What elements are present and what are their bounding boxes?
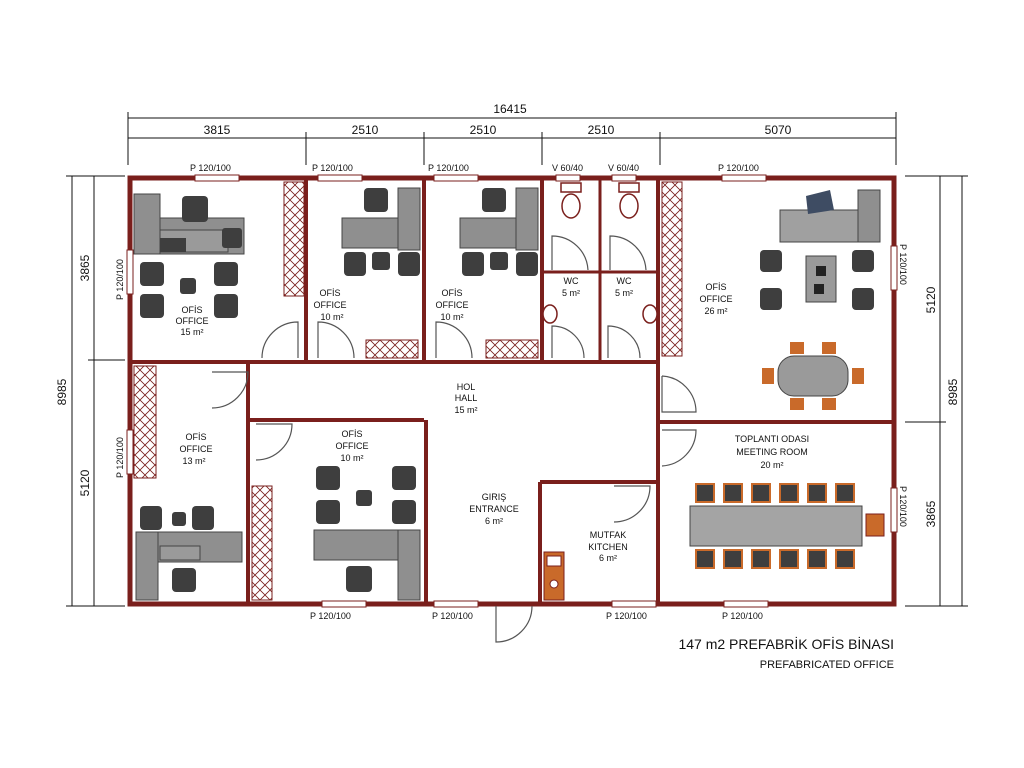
- svg-text:HALL: HALL: [455, 393, 478, 403]
- wc-fixtures: [542, 182, 658, 324]
- opening-label: P 120/100: [115, 259, 125, 300]
- svg-text:26 m²: 26 m²: [704, 306, 727, 316]
- sink-icon: [542, 304, 558, 324]
- svg-text:OFFICE: OFFICE: [176, 316, 209, 326]
- dim-top-seg-3: 2510: [470, 123, 497, 137]
- svg-text:15 m²: 15 m²: [454, 405, 477, 415]
- room-label-office-bl: OFİS OFFICE 13 m²: [180, 432, 213, 466]
- svg-text:MUTFAK: MUTFAK: [590, 530, 627, 540]
- furniture-office-big: [760, 189, 881, 410]
- dim-top-seg-1: 3815: [204, 123, 231, 137]
- opening-label: P 120/100: [606, 611, 647, 621]
- opening-label: P 120/100: [312, 163, 353, 173]
- kitchen-counter: [543, 551, 565, 601]
- furniture-office-bc: [313, 466, 421, 601]
- dim-right-seg-1: 5120: [924, 286, 938, 313]
- svg-text:13 m²: 13 m²: [182, 456, 205, 466]
- dim-top-seg-4: 2510: [588, 123, 615, 137]
- furniture-office-3: [459, 187, 539, 276]
- svg-text:WC: WC: [564, 276, 579, 286]
- room-label-meeting: TOPLANTI ODASI MEETING ROOM 20 m²: [735, 434, 809, 470]
- svg-text:OFFICE: OFFICE: [700, 294, 733, 304]
- opening-label: P 120/100: [898, 486, 908, 527]
- opening-label: P 120/100: [310, 611, 351, 621]
- opening-label: P 120/100: [718, 163, 759, 173]
- opening-label: P 120/100: [432, 611, 473, 621]
- furniture-office-tl: [133, 193, 245, 318]
- dim-overall-width: 16415: [493, 102, 527, 116]
- svg-text:10 m²: 10 m²: [320, 312, 343, 322]
- room-label-entrance: GIRIŞ ENTRANCE 6 m²: [469, 492, 519, 526]
- room-label-office-big: OFİS OFFICE 26 m²: [700, 282, 733, 316]
- svg-text:GIRIŞ: GIRIŞ: [482, 492, 507, 502]
- svg-text:TOPLANTI ODASI: TOPLANTI ODASI: [735, 434, 809, 444]
- dim-right-seg-2: 3865: [924, 500, 938, 527]
- toilet-icon: [561, 193, 581, 219]
- dim-right-overall: 8985: [946, 378, 960, 405]
- room-label-wc-2: WC 5 m²: [615, 276, 633, 298]
- svg-text:OFİS: OFİS: [319, 288, 340, 298]
- svg-text:WC: WC: [617, 276, 632, 286]
- svg-text:5 m²: 5 m²: [615, 288, 633, 298]
- svg-text:OFFICE: OFFICE: [336, 441, 369, 451]
- svg-text:10 m²: 10 m²: [340, 453, 363, 463]
- furniture-office-2: [341, 187, 421, 276]
- svg-text:OFFICE: OFFICE: [314, 300, 347, 310]
- furniture-meeting-room: [689, 483, 885, 569]
- plan-title: 147 m2 PREFABRİK OFİS BİNASI: [678, 636, 894, 652]
- svg-text:OFİS: OFİS: [181, 305, 202, 315]
- svg-text:15 m²: 15 m²: [180, 327, 203, 337]
- plan-subtitle: PREFABRICATED OFFICE: [759, 659, 894, 671]
- svg-text:KITCHEN: KITCHEN: [588, 542, 628, 552]
- doors: [211, 235, 697, 643]
- room-label-hall: HOL HALL 15 m²: [454, 382, 477, 415]
- dim-top-seg-5: 5070: [765, 123, 792, 137]
- wardrobes: [133, 181, 683, 601]
- svg-text:OFİS: OFİS: [705, 282, 726, 292]
- svg-text:OFİS: OFİS: [341, 429, 362, 439]
- opening-label: P 120/100: [115, 437, 125, 478]
- dim-left-overall: 8985: [55, 378, 69, 405]
- walls: [127, 175, 897, 607]
- svg-text:5 m²: 5 m²: [562, 288, 580, 298]
- opening-label: P 120/100: [722, 611, 763, 621]
- windows: [126, 174, 898, 608]
- svg-text:10 m²: 10 m²: [440, 312, 463, 322]
- svg-text:MEETING ROOM: MEETING ROOM: [736, 447, 808, 457]
- dimension-lines: [66, 112, 968, 607]
- opening-label: V 60/40: [608, 163, 639, 173]
- dim-top-seg-2: 2510: [352, 123, 379, 137]
- svg-text:OFİS: OFİS: [441, 288, 462, 298]
- svg-text:20 m²: 20 m²: [760, 460, 783, 470]
- room-label-wc-1: WC 5 m²: [562, 276, 580, 298]
- stove-icon: [549, 579, 559, 589]
- room-label-office-3: OFİS OFFICE 10 m²: [436, 288, 469, 322]
- svg-text:OFİS: OFİS: [185, 432, 206, 442]
- room-label-office-bc: OFİS OFFICE 10 m²: [336, 429, 369, 463]
- sink-icon: [642, 304, 658, 324]
- dim-left-seg-2: 5120: [78, 469, 92, 496]
- svg-text:OFFICE: OFFICE: [180, 444, 213, 454]
- furniture-office-bl: [135, 506, 243, 601]
- svg-text:HOL: HOL: [457, 382, 476, 392]
- svg-text:OFFICE: OFFICE: [436, 300, 469, 310]
- svg-text:6 m²: 6 m²: [599, 553, 617, 563]
- dim-left-seg-1: 3865: [78, 254, 92, 281]
- opening-label: P 120/100: [898, 244, 908, 285]
- svg-text:ENTRANCE: ENTRANCE: [469, 504, 519, 514]
- room-label-office-tl: OFİS OFFICE 15 m²: [176, 305, 209, 337]
- room-label-office-2: OFİS OFFICE 10 m²: [314, 288, 347, 322]
- opening-label: P 120/100: [428, 163, 469, 173]
- room-label-kitchen: MUTFAK KITCHEN 6 m²: [588, 530, 628, 563]
- toilet-icon: [619, 193, 639, 219]
- svg-text:6 m²: 6 m²: [485, 516, 503, 526]
- opening-label: P 120/100: [190, 163, 231, 173]
- opening-label: V 60/40: [552, 163, 583, 173]
